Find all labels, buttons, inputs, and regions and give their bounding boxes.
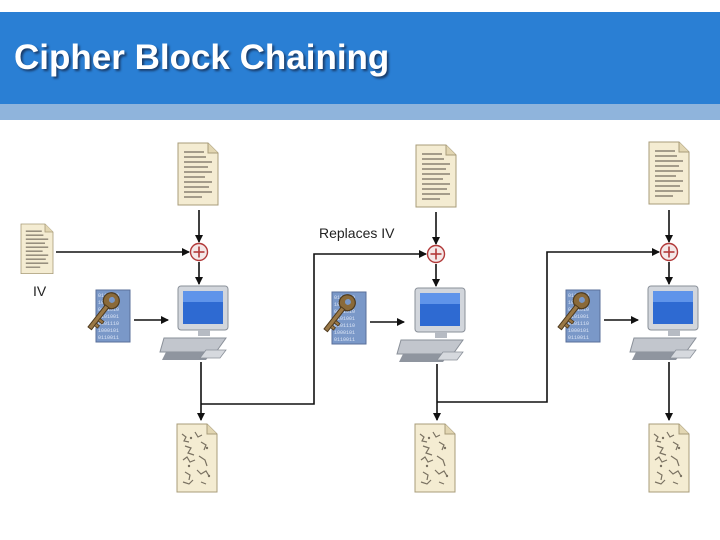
slide-title: Cipher Block Chaining	[14, 38, 390, 77]
computer-icon	[396, 287, 466, 363]
ciphertext-document-icon	[176, 423, 218, 493]
xor-operator-icon	[426, 244, 446, 264]
header-bar	[0, 12, 720, 104]
computer-icon	[159, 285, 229, 361]
computer-icon	[629, 285, 699, 361]
plaintext-document-icon	[415, 144, 457, 208]
header-band	[0, 104, 720, 120]
connectors	[56, 210, 673, 421]
key-icon	[82, 288, 131, 343]
key-icon	[552, 288, 601, 343]
chain-arrow-1	[201, 250, 427, 405]
ciphertext-document-icon	[414, 423, 456, 493]
cbc-diagram: 01101001010011 00110101101001 0101110100…	[20, 141, 699, 493]
xor-operator-icon	[659, 242, 679, 262]
xor-operator-icon	[189, 242, 209, 262]
plaintext-document-icon	[648, 141, 690, 205]
replaces-iv-label: Replaces IV	[319, 225, 395, 241]
chain-arrow-2	[437, 248, 660, 403]
key-icon	[318, 290, 367, 345]
iv-document-icon	[20, 223, 54, 275]
plaintext-document-icon	[177, 142, 219, 206]
iv-label: IV	[33, 283, 47, 299]
ciphertext-document-icon	[648, 423, 690, 493]
